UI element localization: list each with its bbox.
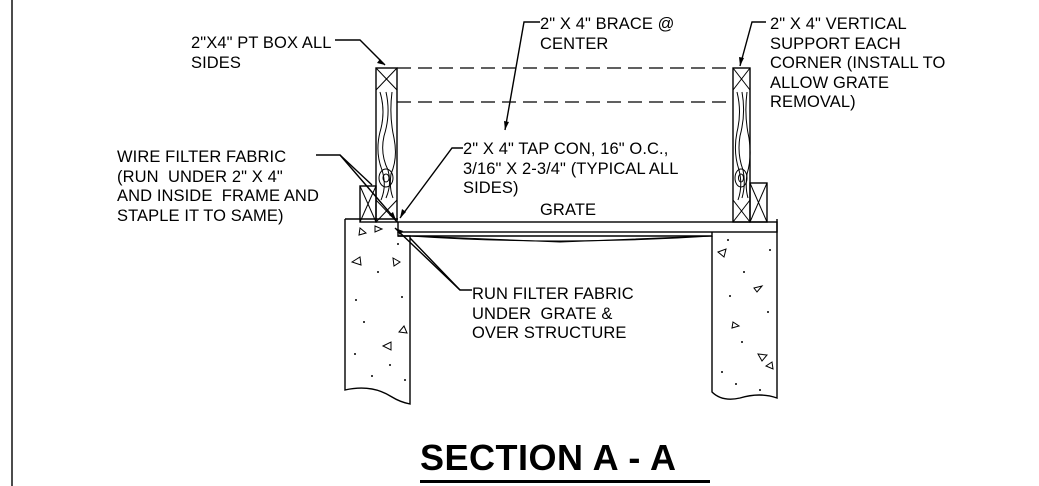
note-tap-con: 2" X 4" TAP CON, 16" O.C., 3/16" X 2-3/4…	[463, 140, 679, 197]
leader-wire-filter	[316, 154, 397, 221]
note-vertical-support: 2" X 4" VERTICAL SUPPORT EACH CORNER (IN…	[770, 15, 946, 111]
note-run-filter: RUN FILTER FABRIC UNDER GRATE & OVER STR…	[472, 285, 634, 342]
filter-sag-2	[411, 235, 711, 243]
concrete-hatch	[350, 225, 774, 370]
concrete-dots	[354, 239, 771, 391]
right-concrete-wall	[711, 219, 778, 400]
note-brace: 2" X 4" BRACE @ CENTER	[540, 15, 675, 53]
leader-brace	[504, 21, 540, 131]
note-pt-box: 2"X4" PT BOX ALL SIDES	[191, 34, 332, 72]
leader-run-filter	[394, 227, 472, 291]
leader-tap-con	[399, 147, 463, 219]
leader-vertical-support	[739, 21, 766, 67]
section-title-underline	[420, 480, 710, 483]
grate-bottom	[397, 232, 713, 237]
filter-sag	[409, 235, 713, 242]
left-concrete-wall	[344, 219, 411, 405]
right-box-plate	[749, 182, 768, 223]
right-vertical-post	[732, 67, 751, 223]
grate-plate	[397, 221, 778, 233]
note-wire-filter: WIRE FILTER FABRIC (RUN UNDER 2" X 4" AN…	[117, 148, 319, 225]
left-box-plate	[359, 185, 377, 223]
leader-pt-box	[335, 39, 386, 66]
note-grate: GRATE	[540, 201, 597, 219]
left-vertical-post	[375, 67, 398, 223]
section-title: SECTION A - A	[420, 437, 677, 478]
